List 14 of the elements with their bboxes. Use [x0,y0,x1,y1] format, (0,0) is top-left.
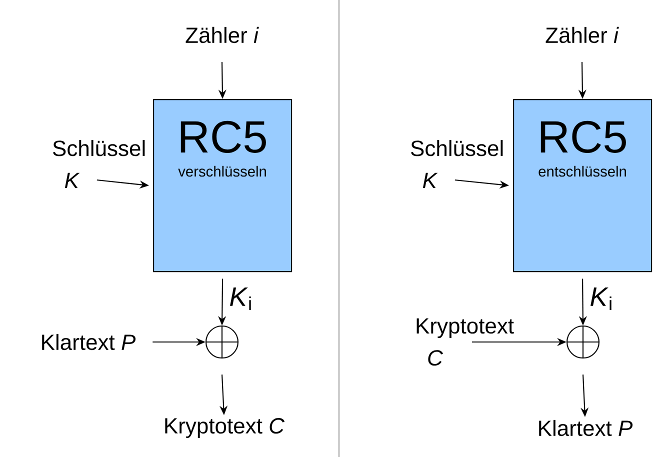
cipher-box: RC5 entschlüsseln [513,99,652,272]
edge-label: K$_{i}$ [588,286,615,312]
label-text: Klartext P [539,420,633,436]
xor-symbol [205,325,239,359]
label-text: Kryptotext C [416,318,514,366]
label-text: Zähler i [546,26,619,44]
label-text: Zähler i [186,26,259,44]
label-text: Klartext P [42,334,136,350]
xor-symbol [566,325,600,359]
cipher-box: RC5 verschlüsseln [153,99,292,272]
edge-label: K$_{i}$ [228,286,254,312]
label-text: Kryptotext C [165,418,285,438]
label-text: Schlüssel K [411,140,503,188]
label-text: Schlüssel K [53,140,145,188]
